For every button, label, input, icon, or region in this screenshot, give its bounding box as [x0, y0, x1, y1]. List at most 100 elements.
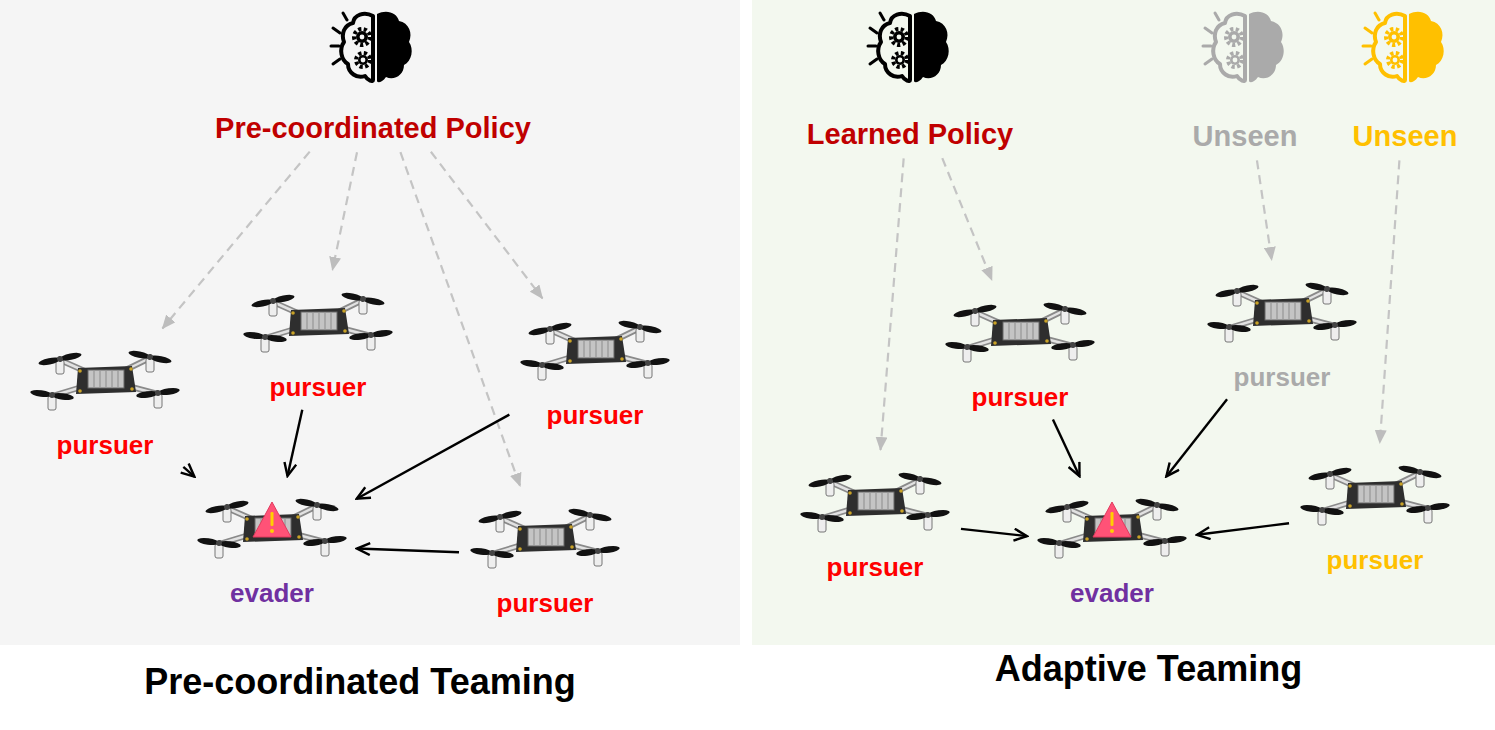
- propeller-blade: [626, 360, 649, 369]
- gear-teeth: [1386, 29, 1402, 45]
- drone-propeller: [30, 389, 74, 401]
- gear-hole: [1392, 35, 1397, 40]
- propeller-blade: [648, 357, 670, 366]
- propeller-blade: [829, 473, 852, 484]
- battery-stripe: [1277, 303, 1278, 319]
- board-pad: [1348, 504, 1352, 508]
- propeller-hub: [223, 503, 230, 510]
- brain-right-half: [914, 12, 949, 82]
- brain-ray: [1363, 45, 1371, 48]
- board-pad: [1137, 535, 1141, 539]
- battery-stripe: [870, 493, 871, 509]
- warning-dot: [1110, 529, 1114, 533]
- board-pad: [78, 369, 82, 373]
- battery-stripe: [331, 313, 332, 329]
- propeller-hub: [1326, 470, 1333, 477]
- gear: [1388, 53, 1402, 67]
- pursuer-drone: [800, 456, 950, 551]
- propeller-blade: [251, 298, 274, 309]
- battery-stripe: [1376, 486, 1377, 502]
- gear-teeth: [1388, 53, 1402, 67]
- drone-motor: [1061, 310, 1069, 324]
- drone-propeller: [800, 511, 844, 523]
- drone-board: [516, 524, 576, 552]
- gear-teeth: [893, 53, 907, 67]
- drone-propeller: [618, 319, 662, 334]
- gear-body: [356, 31, 368, 43]
- battery-stripe: [1009, 323, 1010, 339]
- propeller-blade: [219, 540, 242, 549]
- brain-right-half: [1249, 12, 1284, 82]
- brain-ray: [1365, 59, 1372, 64]
- drone-motor: [146, 358, 154, 372]
- brain-ray: [1365, 28, 1372, 33]
- brain-ray: [880, 13, 884, 20]
- brain-ray: [1205, 59, 1212, 64]
- propeller-blade: [808, 478, 831, 489]
- board-pad: [993, 341, 997, 345]
- drone-motor: [1225, 328, 1233, 342]
- drone-board: [846, 488, 906, 516]
- propeller-blade: [1428, 502, 1450, 511]
- drone-propeller: [1037, 537, 1081, 549]
- policy-label: Pre-coordinated Policy: [215, 112, 531, 145]
- propeller-blade: [822, 514, 845, 523]
- board-pad: [1255, 321, 1259, 325]
- drone-propeller: [1207, 321, 1251, 333]
- drone-propeller: [478, 509, 522, 524]
- pursuer-drone: [1207, 266, 1357, 361]
- warning-triangle: [1093, 502, 1131, 537]
- board-pad: [1399, 482, 1403, 486]
- drone-propeller: [349, 329, 393, 341]
- propeller-blade: [639, 324, 662, 335]
- drone-motor: [488, 554, 496, 568]
- propeller-blade: [30, 389, 52, 398]
- warning-triangle: [253, 502, 291, 537]
- agent-node: pursuer: [1292, 445, 1458, 580]
- battery-stripe: [100, 371, 101, 387]
- propeller-blade: [362, 296, 385, 307]
- battery-stripe: [1388, 486, 1389, 502]
- policy-link: [431, 152, 543, 299]
- role-label: pursuer: [1327, 546, 1424, 576]
- board-pad: [1348, 484, 1352, 488]
- propeller-blade: [520, 359, 542, 368]
- battery-stripe: [1271, 303, 1272, 319]
- drone-propeller: [303, 535, 347, 547]
- warning-mark: [1111, 512, 1114, 526]
- board-pad: [518, 527, 522, 531]
- board-pad: [245, 517, 249, 521]
- role-label: pursuer: [497, 589, 594, 619]
- propeller-blade: [974, 303, 997, 314]
- drone-motor: [261, 338, 269, 352]
- pursuer-drone: [470, 492, 620, 587]
- propeller-blade: [1156, 502, 1179, 513]
- drone-propeller: [953, 303, 997, 318]
- panel-title: Adaptive Teaming: [777, 648, 1495, 689]
- brain-ray: [868, 45, 876, 48]
- pursuer-drone: [30, 334, 180, 429]
- propeller-blade: [205, 504, 228, 515]
- brain-icon: [866, 6, 954, 88]
- gear-teeth: [354, 29, 370, 45]
- propeller-blade: [1326, 286, 1349, 297]
- gear-body: [895, 55, 905, 65]
- agent-node: evader: [1029, 478, 1195, 613]
- drone-propeller: [945, 341, 989, 353]
- board-pad: [1085, 537, 1089, 541]
- gear-hole: [1233, 58, 1238, 63]
- propeller-hub: [1323, 285, 1330, 292]
- drone-propeller: [295, 497, 339, 512]
- battery-stripe: [590, 341, 591, 357]
- role-label: pursuer: [972, 383, 1069, 413]
- drone-motor: [48, 396, 56, 410]
- gear: [356, 53, 370, 67]
- pursuer-drone: [243, 276, 393, 371]
- drone-motor: [1233, 292, 1241, 306]
- propeller-hub: [262, 334, 269, 341]
- policy-link: [1257, 160, 1272, 260]
- drone-motor: [1318, 511, 1326, 525]
- propeller-blade: [1300, 504, 1322, 513]
- motion-arrow: [357, 549, 459, 553]
- propeller-hub: [971, 307, 978, 314]
